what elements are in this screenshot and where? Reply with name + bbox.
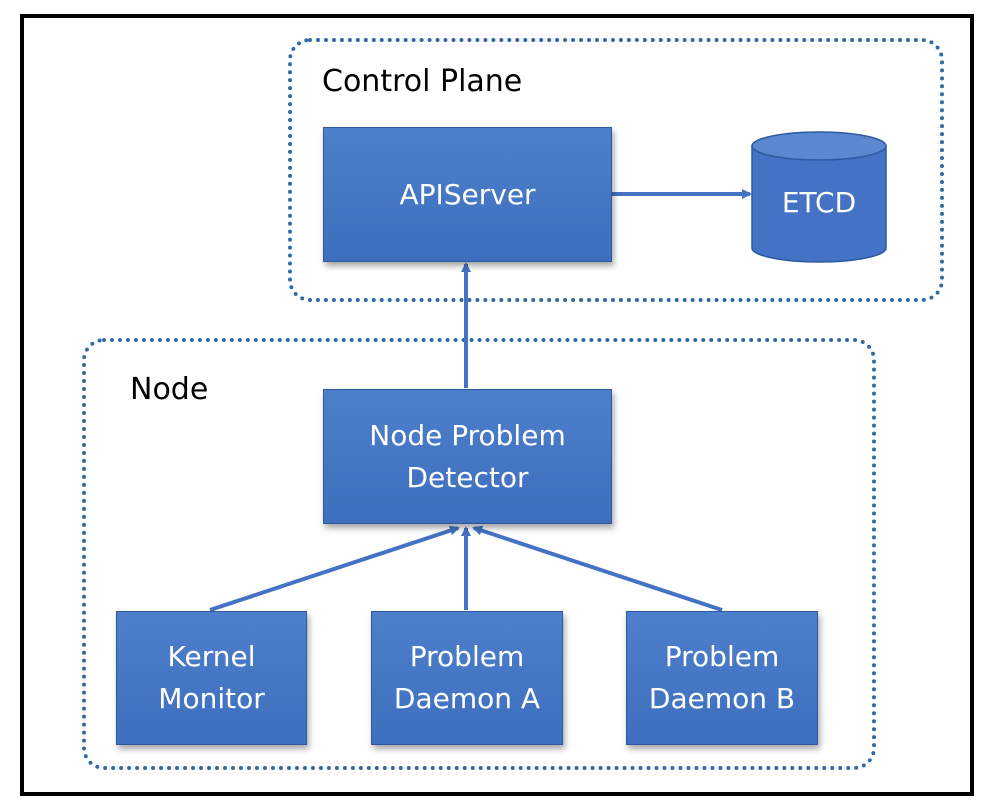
node-region — [82, 338, 876, 770]
arrow-kernel-monitor-to-npd — [209, 525, 460, 612]
apiserver-box: APIServer — [323, 127, 612, 262]
problem-daemon-a-box: Problem Daemon A — [371, 611, 563, 745]
node-label: Node — [130, 372, 209, 407]
etcd-label: ETCD — [781, 186, 857, 219]
kernel-monitor-box: Kernel Monitor — [116, 611, 307, 745]
control-plane-region — [288, 38, 944, 302]
control-plane-label: Control Plane — [322, 64, 523, 99]
etcd-cylinder — [751, 131, 887, 263]
problem-daemon-b-box: Problem Daemon B — [626, 611, 818, 745]
node-problem-detector-box: Node Problem Detector — [323, 389, 612, 524]
arrow-daemon-b-to-npd — [472, 525, 723, 612]
